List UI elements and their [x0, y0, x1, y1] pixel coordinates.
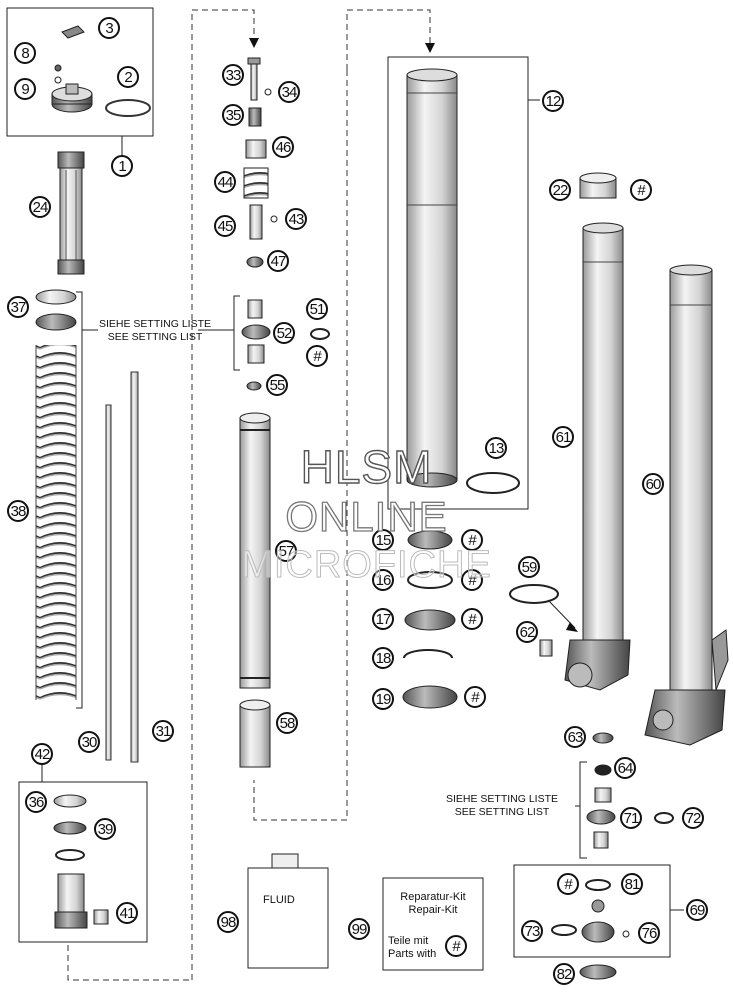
setting-note-en: SEE SETTING LIST — [107, 331, 203, 343]
outer-tube-box — [387, 56, 529, 510]
callout-8: 8 — [14, 42, 36, 64]
repair-kit-title: Reparatur-Kit Repair-Kit — [388, 891, 478, 917]
callout-2: 2 — [117, 66, 139, 88]
setting-note-de: SIEHE SETTING LISTE — [99, 318, 212, 330]
callout-16: 16 — [372, 569, 394, 591]
callout-36: 36 — [25, 791, 47, 813]
callout-18: 18 — [372, 647, 394, 669]
callout-73: 73 — [521, 920, 543, 942]
repair-kit-line1: Reparatur-Kit — [400, 891, 466, 903]
callout-30: 30 — [78, 731, 100, 753]
callout-63: 63 — [564, 726, 586, 748]
callout-9: 9 — [14, 78, 36, 100]
callout-45: 45 — [214, 215, 236, 237]
callout-52: 52 — [273, 322, 295, 344]
base-valve-kit-box — [513, 864, 671, 958]
callout-22-hash: # — [630, 179, 652, 201]
callout-22: 22 — [549, 179, 571, 201]
callout-24: 24 — [29, 196, 51, 218]
callout-60: 60 — [642, 473, 664, 495]
callout-76: 76 — [638, 922, 660, 944]
callout-15: 15 — [372, 529, 394, 551]
callout-37: 37 — [7, 296, 29, 318]
callout-41: 41 — [116, 902, 138, 924]
callout-1: 1 — [111, 155, 133, 177]
callout-31: 31 — [152, 720, 174, 742]
callout-81: 81 — [621, 873, 643, 895]
callout-99: 99 — [348, 918, 370, 940]
callout-12: 12 — [542, 90, 564, 112]
callout-61: 61 — [552, 426, 574, 448]
callout-44: 44 — [214, 171, 236, 193]
callout-71: 71 — [620, 807, 642, 829]
callout-72: 72 — [682, 807, 704, 829]
callout-19-hash: # — [464, 686, 486, 708]
callout-46: 46 — [272, 136, 294, 158]
callout-35: 35 — [222, 104, 244, 126]
dashed-guide-lines — [67, 9, 431, 981]
callout-51: 51 — [306, 298, 328, 320]
callout-13: 13 — [485, 437, 507, 459]
callout-34: 34 — [278, 81, 300, 103]
callout-53: # — [306, 345, 328, 367]
callout-16-hash: # — [461, 569, 483, 591]
repair-kit-line3: Teile mit — [388, 935, 429, 947]
callout-43: 43 — [285, 208, 307, 230]
cap-assembly-box — [6, 7, 154, 137]
callout-81-hash: # — [557, 873, 579, 895]
callout-42: 42 — [31, 743, 53, 765]
setting-note-left: SIEHE SETTING LISTE SEE SETTING LIST — [99, 318, 211, 344]
callout-58: 58 — [276, 712, 298, 734]
setting-note-de-right: SIEHE SETTING LISTE — [446, 793, 559, 805]
callout-98: 98 — [217, 911, 239, 933]
callout-39: 39 — [94, 818, 116, 840]
callout-62: 62 — [516, 621, 538, 643]
callout-15-hash: # — [461, 529, 483, 551]
callout-57: 57 — [275, 540, 297, 562]
callout-55: 55 — [266, 374, 288, 396]
callout-38: 38 — [7, 500, 29, 522]
callout-19: 19 — [372, 688, 394, 710]
repair-kit-line4: Parts with — [388, 948, 437, 960]
damper-kit-box — [18, 781, 148, 943]
callout-17-hash: # — [461, 608, 483, 630]
callout-99-hash: # — [445, 935, 467, 957]
callout-47: 47 — [267, 250, 289, 272]
callout-59: 59 — [518, 556, 540, 578]
callout-69: 69 — [686, 899, 708, 921]
callout-3: 3 — [98, 17, 120, 39]
callout-82: 82 — [553, 963, 575, 985]
callout-33: 33 — [222, 64, 244, 86]
repair-kit-parts: Teile mit Parts with — [388, 935, 436, 961]
callout-64: 64 — [614, 757, 636, 779]
setting-note-right: SIEHE SETTING LISTE SEE SETTING LIST — [446, 793, 558, 819]
repair-kit-line2: Repair-Kit — [408, 904, 458, 916]
fluid-label: FLUID — [263, 894, 295, 906]
setting-note-en-right: SEE SETTING LIST — [454, 806, 550, 818]
callout-17: 17 — [372, 608, 394, 630]
